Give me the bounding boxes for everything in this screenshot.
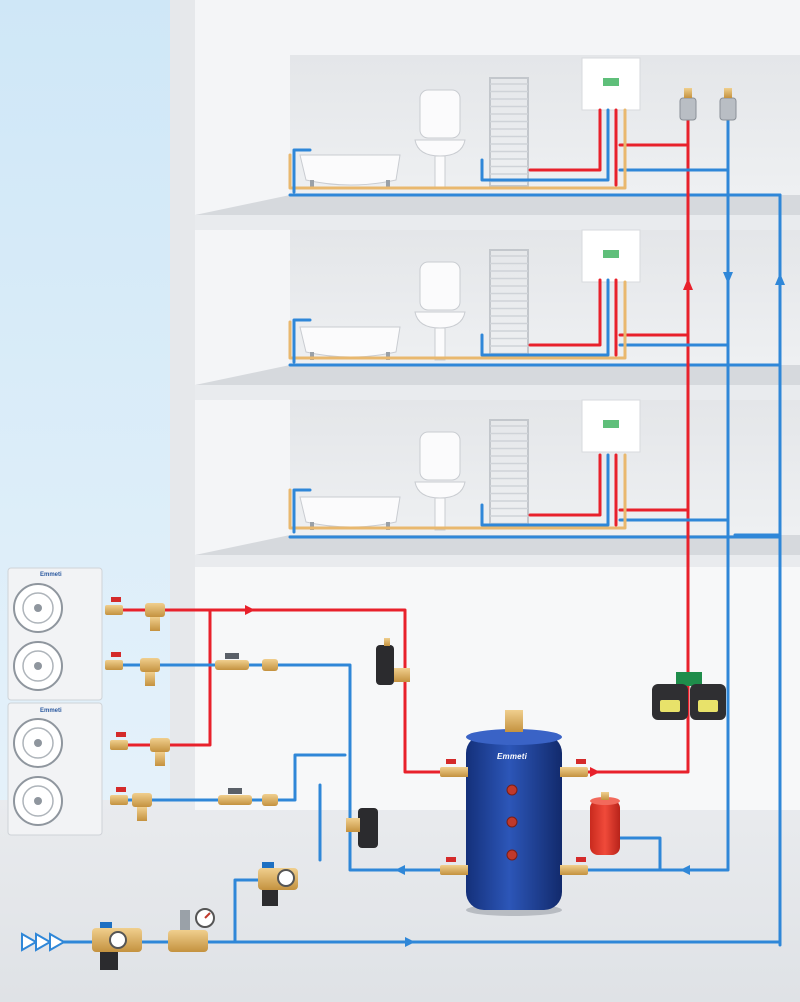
towel-radiator-icon bbox=[489, 77, 529, 187]
floor-1 bbox=[195, 400, 800, 567]
circulation-pump-group bbox=[652, 672, 726, 720]
heat-pump-unit-2 bbox=[7, 702, 103, 836]
ball-valve bbox=[570, 759, 588, 777]
buffer-tank-brand: Emmeti bbox=[497, 752, 528, 761]
floor-2-fixtures bbox=[299, 229, 641, 361]
fitting bbox=[145, 603, 165, 631]
towel-radiator-icon bbox=[489, 419, 529, 529]
flow-meter bbox=[218, 788, 252, 805]
water-heater-icon bbox=[419, 431, 461, 481]
wash-basin-icon bbox=[414, 139, 466, 189]
ground-floor bbox=[0, 800, 800, 1002]
heat-pump-unit-1 bbox=[7, 567, 103, 701]
ball-valve bbox=[570, 857, 588, 875]
pressure-reducing-valve bbox=[168, 908, 215, 952]
bathtub-icon bbox=[299, 154, 401, 188]
dirt-separator bbox=[376, 638, 410, 685]
fitting bbox=[140, 658, 160, 686]
ball-valve bbox=[440, 759, 458, 777]
ball-valve bbox=[105, 597, 123, 615]
floor-3-fixtures bbox=[299, 57, 641, 189]
expansion-vessel bbox=[590, 792, 620, 855]
water-heater-icon bbox=[419, 89, 461, 139]
heat-pump-flow-pipe bbox=[118, 608, 462, 774]
water-heater-icon bbox=[419, 261, 461, 311]
fitting bbox=[150, 738, 170, 766]
building-pillar bbox=[170, 0, 195, 880]
flow-meter bbox=[215, 653, 249, 670]
filling-group bbox=[92, 862, 298, 970]
ball-valve bbox=[110, 732, 128, 750]
wash-basin-icon bbox=[414, 481, 466, 531]
manifold-controller-icon bbox=[581, 229, 641, 283]
magnetic-filter bbox=[346, 808, 378, 848]
water-inlet-arrows bbox=[21, 932, 67, 952]
ball-valve bbox=[440, 857, 458, 875]
ball-valve bbox=[105, 652, 123, 670]
heat-pump-1-brand: Emmeti bbox=[40, 572, 62, 578]
floor-heating-loop-1 bbox=[288, 453, 627, 530]
manifold-controller-icon bbox=[581, 57, 641, 111]
wash-basin-icon bbox=[414, 311, 466, 361]
floor-1-fixtures bbox=[299, 399, 641, 531]
heating-flow-riser bbox=[566, 93, 690, 774]
fitting bbox=[132, 793, 152, 821]
manifold-controller-icon bbox=[581, 399, 641, 453]
union-fitting bbox=[262, 659, 278, 671]
flow-arrows bbox=[245, 272, 785, 947]
buffer-tank bbox=[456, 710, 572, 916]
air-vents bbox=[679, 88, 737, 121]
ball-valve bbox=[110, 787, 128, 805]
union-fitting bbox=[262, 794, 278, 806]
floor-heating-loop-2 bbox=[288, 280, 627, 360]
heat-pump-2-brand: Emmeti bbox=[40, 708, 62, 714]
floor-heating-loop-3 bbox=[288, 108, 627, 190]
